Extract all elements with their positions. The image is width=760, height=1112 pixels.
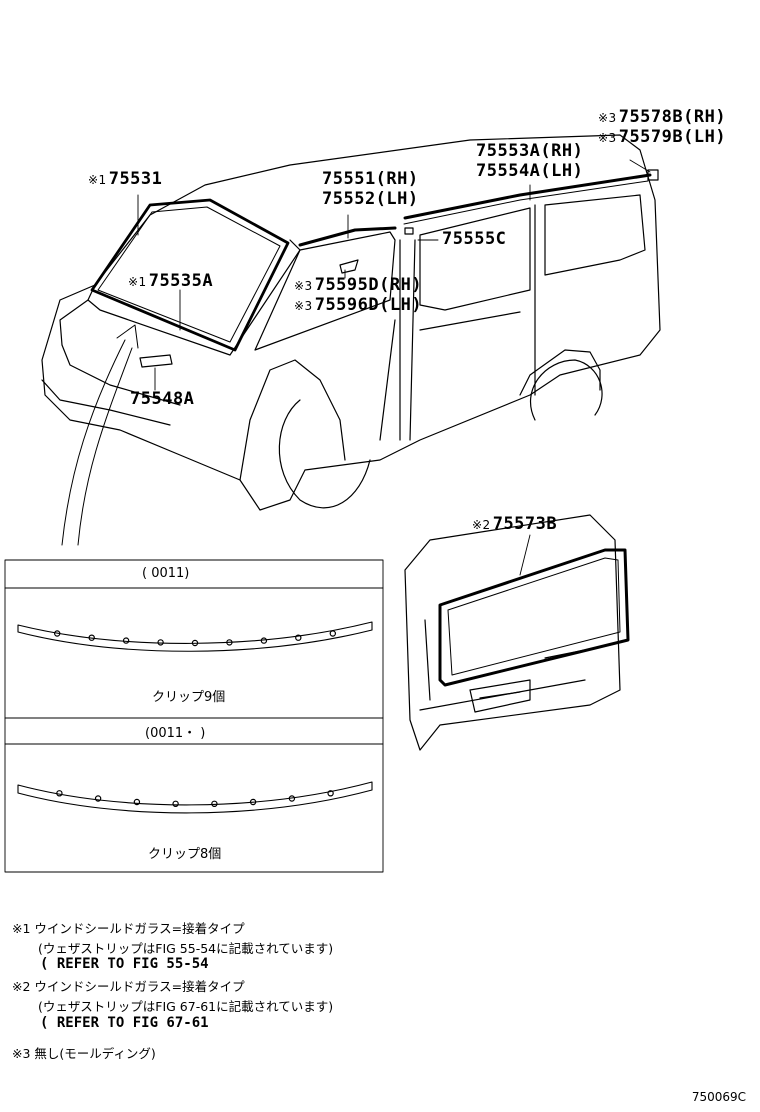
molding-clip-top [17,621,373,652]
part-label-75552: 75552(LH) [322,190,419,208]
note-1-sub: (ウェザストリップはFIG 55-54に記載されています) [38,941,334,956]
clip-hole [329,630,336,637]
part-code: 75596D(LH) [314,295,423,315]
part-code: 75573B [492,514,558,534]
clip-hole [191,639,199,647]
part-code: 75552(LH) [322,189,419,209]
part-label-75553a: 75553A(RH) [476,142,583,160]
clip-hole [157,639,164,646]
part-mark: ※3 [598,111,617,125]
part-mark: ※2 [472,518,491,532]
windshield [90,198,290,352]
part-code: 75555C [442,229,507,249]
part-code: 75553A(RH) [476,141,584,161]
clip-hole [172,800,179,808]
roof-moldings [139,169,659,368]
part-code: 75579B(LH) [618,127,727,147]
inset-frame [4,559,384,873]
part-mark: ※1 [88,173,107,187]
note-2-title: ※2 ウインドシールドガラス=接着タイプ [12,979,245,994]
molding-clip-bottom [17,781,373,814]
clip-hole [295,634,302,641]
clip-hole [133,798,141,806]
part-code: 75595D(RH) [314,275,423,295]
note-2-sub: (ウェザストリップはFIG 67-61に記載されています) [38,999,334,1014]
part-code: 75531 [108,169,163,189]
inset-top-caption: クリップ9個 [152,690,226,705]
clip-hole [211,800,218,808]
note-1-ref: ( REFER TO FIG 55-54 [40,956,209,972]
part-code: 75535A [148,271,214,291]
part-label-75554a: 75554A(LH) [476,162,583,180]
clip-hole [260,637,268,644]
inset-bottom-header: (0011・ ) [145,726,206,741]
part-code: 75554A(LH) [476,161,584,181]
van-body [41,134,661,511]
note-2-ref: ( REFER TO FIG 67-61 [40,1015,209,1031]
part-code: 75548A [130,389,195,409]
part-label-75551: 75551(RH) [322,170,419,188]
clip-hole [226,639,233,646]
part-label-75555c: 75555C [442,230,506,248]
clip-hole [56,790,63,797]
part-label-75548a: 75548A [130,390,194,408]
leader-lines [137,159,651,576]
clip-hole [122,637,130,644]
part-mark: ※3 [598,131,617,145]
part-code: 75551(RH) [322,169,419,189]
clip-hole [249,798,257,806]
clips-top [54,630,336,647]
figure-number: 750069C [691,1090,746,1104]
clips-bottom [56,790,334,808]
inset-bottom-caption: クリップ8個 [148,847,222,862]
clip-hole [288,795,296,802]
clip-hole [54,630,61,637]
part-mark: ※3 [294,279,313,293]
part-mark: ※1 [128,275,147,289]
curved-arrow [61,324,139,546]
inset-top-header: ( 0011) [142,566,190,581]
clip-hole [94,795,102,802]
note-3: ※3 無し(モールディング) [12,1046,156,1061]
clip-hole [327,790,334,797]
back-door [404,514,630,751]
note-1-title: ※1 ウインドシールドガラス=接着タイプ [12,921,245,936]
part-code: 75578B(RH) [618,107,727,127]
clip-hole [88,634,95,641]
part-mark: ※3 [294,299,313,313]
